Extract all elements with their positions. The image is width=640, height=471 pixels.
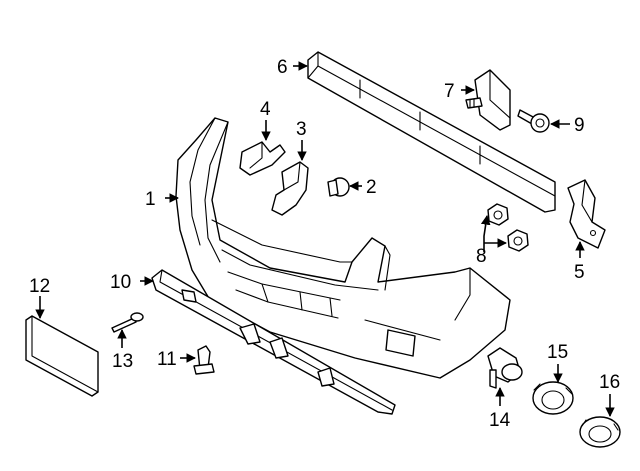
callout-8: 8 xyxy=(476,246,487,267)
side-bracket xyxy=(271,161,309,216)
mount-bracket xyxy=(465,69,511,131)
leader-lines xyxy=(35,61,615,417)
corner-bracket xyxy=(567,179,606,249)
upper-bracket xyxy=(239,141,286,176)
license-plate-bracket xyxy=(25,315,99,397)
callout-7: 7 xyxy=(444,81,455,102)
callout-14: 14 xyxy=(489,410,511,431)
callout-13: 13 xyxy=(112,351,133,372)
callout-12: 12 xyxy=(29,276,50,297)
parking-sensor xyxy=(487,347,523,389)
callout-15: 15 xyxy=(547,342,568,363)
callout-1: 1 xyxy=(145,189,156,210)
reinforcement-beam xyxy=(307,51,556,213)
callout-9: 9 xyxy=(574,115,585,136)
callout-11: 11 xyxy=(157,349,177,370)
callout-5: 5 xyxy=(574,262,585,283)
leader-8 xyxy=(480,215,491,252)
callout-labels: 1 2 3 4 5 6 7 8 9 10 11 12 13 14 15 16 xyxy=(29,57,620,431)
rivet xyxy=(111,312,144,333)
push-pin xyxy=(193,345,215,375)
nuts xyxy=(487,203,529,252)
sensor-ring xyxy=(579,416,621,448)
sensor-bracket xyxy=(532,381,574,415)
absorber-strip xyxy=(151,269,396,415)
bumper-cover xyxy=(175,117,511,379)
callout-4: 4 xyxy=(260,99,271,120)
callout-10: 10 xyxy=(110,272,131,293)
bolt xyxy=(517,109,550,133)
callout-6: 6 xyxy=(277,57,288,78)
callout-2: 2 xyxy=(366,177,377,198)
push-clip xyxy=(327,177,350,197)
callout-3: 3 xyxy=(296,119,307,140)
callout-16: 16 xyxy=(599,372,620,393)
